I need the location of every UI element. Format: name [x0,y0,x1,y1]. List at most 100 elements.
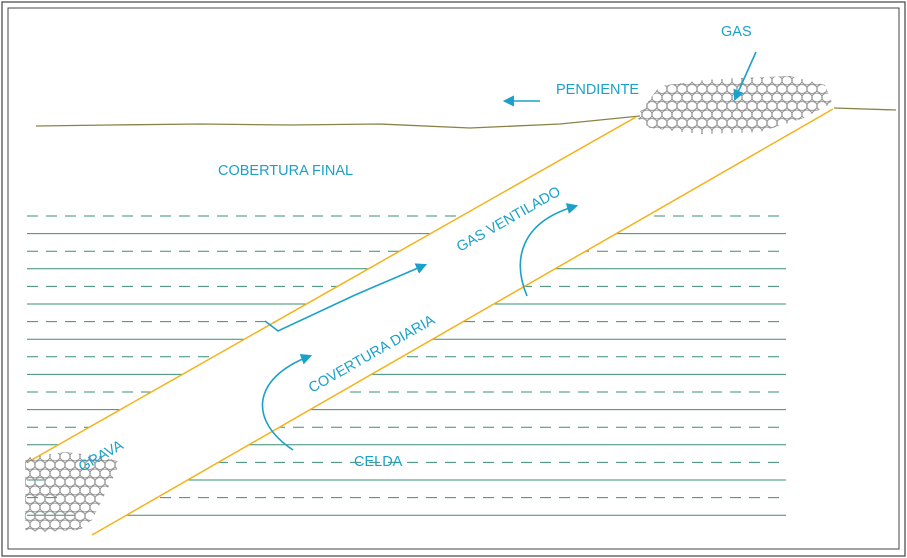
inner-frame [7,7,900,550]
gravel-stone [711,76,723,86]
gravel-stone [706,101,718,111]
gravel-stone [25,485,31,496]
gravel-stone [696,101,708,111]
gravel-stone [681,92,693,103]
gravel-stone [671,76,683,86]
gravel-stone [726,101,738,111]
gravel-stone [666,101,678,111]
gravel-stone [681,76,693,86]
gravel-stone [746,84,758,94]
gravel-stone [64,511,76,521]
gravel-stone [831,126,832,134]
gas-rise-arrow-right [519,203,579,297]
gravel-stone [34,494,46,504]
gravel-stone [816,118,828,128]
gravel-stone [25,494,36,504]
gravel-stone [766,84,778,94]
gravel-stone [44,528,56,532]
gravel-stone [756,84,768,94]
gravel-stone [786,76,798,77]
gravel-stone [706,84,718,94]
gravel-stone [25,502,31,513]
gravel-stone [776,84,788,94]
gravel-stone [49,502,61,513]
gravel-stone [721,76,733,86]
gravel-stone [821,92,832,103]
gravel-stone [761,92,773,103]
gravel-stone [641,92,653,103]
gravel-stone [54,528,66,532]
gravel-stone [69,519,81,530]
gravel-stone [25,528,26,532]
gravel-stone [671,92,683,103]
gravel-stone [656,76,668,77]
gravel-stone [34,477,46,487]
gravel-stone [661,76,673,86]
gravel-stone [25,511,36,521]
gravel-stone [806,84,818,94]
gravel-stone [646,76,658,77]
gravel-stone [806,101,818,111]
gravel-stone [666,84,678,94]
gravel-stone [796,76,808,77]
trench-lower-edge [91,108,834,536]
gravel-stone [776,76,788,77]
gravel-stone [751,76,763,86]
gravel-stone [646,84,658,94]
gravel-stone [831,92,832,103]
gravel-stone [721,92,733,103]
gravel-stone [114,528,120,532]
gravel-stone [59,519,71,530]
gravel-stone [786,84,798,94]
gravel-stone [801,92,813,103]
gravel-stone [64,528,76,532]
gravel-stone [716,84,728,94]
gravel-stone [676,76,688,77]
gravel-stone [39,519,51,530]
ground-surface-line [35,115,641,129]
gravel-stone [766,101,778,111]
gravel-stone [771,76,783,86]
gravel-stone [34,528,46,532]
gravel-stone [761,76,773,86]
gravel-stone [651,76,663,86]
gravel-stone [766,76,778,77]
gravel-stone [736,101,748,111]
gravel-stone [811,76,823,86]
gravel-stone [29,502,41,513]
gravel-stone [801,126,813,134]
gravel-stone [29,485,41,496]
gravel-stone [25,468,31,479]
gravel-stone [776,101,788,111]
gravel-stone [25,528,36,532]
gravel-stone [661,92,673,103]
gravel-stone [686,101,698,111]
gravel-stone [29,519,41,530]
gravel-stone [816,84,828,94]
gravel-stone [791,76,803,86]
gravel-stone [636,76,648,77]
celda-label: CELDA [354,454,403,470]
gravel-stone [676,101,688,111]
gravel-stone [74,528,86,532]
gas-label: GAS [721,24,752,40]
gravel-stone [821,76,832,86]
gravel-stone [786,101,798,111]
gravel-stone [756,76,768,77]
gravel-stone [806,76,818,77]
gravel-stone [826,118,832,128]
gravel-stone [54,511,66,521]
pendiente-label: PENDIENTE [556,82,639,98]
gravel-stone [801,76,813,86]
trench-cell-fill [28,109,833,535]
gravel-stone [696,84,708,94]
gravel-stone [821,126,832,134]
gravel-stone [696,76,708,77]
gravel-stone [25,519,31,530]
gas-ventilado-flow-arrow [264,263,428,332]
gravel-stone [826,76,832,77]
gravel-stone [25,494,26,504]
gravel-stone [771,92,783,103]
gravel-stone [25,477,26,487]
